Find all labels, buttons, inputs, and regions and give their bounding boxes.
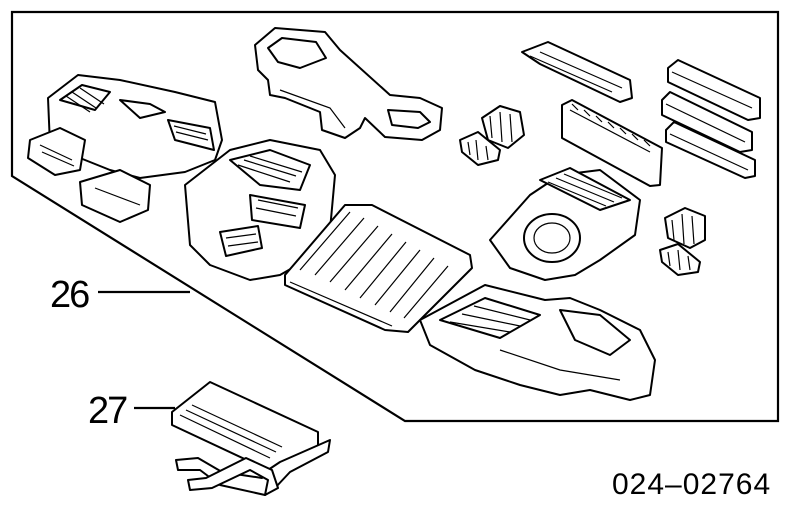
upper-left-housing (27, 74, 223, 223)
duct-gasket (254, 27, 443, 141)
catalog-number: 024–02764 (612, 468, 772, 501)
evaporator-core (284, 204, 473, 333)
vent-nozzle-upper (459, 105, 525, 166)
heater-core (171, 381, 331, 496)
filter-cover (521, 41, 633, 103)
callout-number-26: 26 (50, 274, 90, 316)
blower-scroll-housing (489, 167, 641, 281)
lower-distribution-housing (419, 284, 656, 401)
callout-number-27: 27 (88, 390, 128, 432)
vent-nozzle-lower (659, 207, 706, 276)
filter-strip-set (661, 59, 761, 179)
assembly-frame (10, 10, 780, 423)
cabin-filter-element (561, 99, 663, 187)
